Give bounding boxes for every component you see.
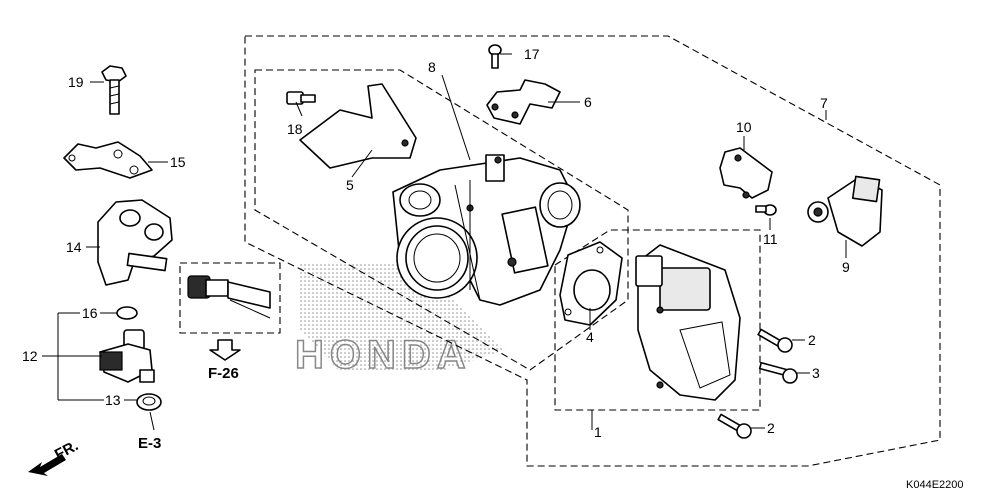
sensor-part-9 <box>807 175 883 247</box>
leader-lines <box>42 53 847 431</box>
callout-2-lower: 2 <box>767 420 775 436</box>
callout-2-upper: 2 <box>808 332 816 348</box>
bolt-part-2-upper <box>757 328 793 353</box>
callout-11: 11 <box>763 231 778 247</box>
callout-16: 16 <box>82 305 98 321</box>
callout-4: 4 <box>586 329 594 345</box>
bracket-part-15 <box>63 141 153 179</box>
honda-watermark-logo: HONDA <box>294 262 505 378</box>
bracket-5-hole <box>401 139 409 147</box>
bracket-6-hole-a <box>491 103 499 111</box>
sensor-unit-part-1 <box>635 244 741 401</box>
seal-part-13 <box>136 393 162 411</box>
diagram-code: K044E2200 <box>906 479 964 491</box>
callout-14: 14 <box>66 239 82 255</box>
plate-part-10 <box>719 147 773 199</box>
callout-12: 12 <box>22 348 38 364</box>
callout-7: 7 <box>820 95 828 111</box>
outline-assembly-8 <box>254 69 629 371</box>
callout-15: 15 <box>170 154 186 170</box>
bolt-part-19 <box>101 65 127 115</box>
outline-reference-f26 <box>179 262 281 334</box>
callout-13: 13 <box>105 392 121 408</box>
front-direction-arrow <box>28 454 66 476</box>
callout-18: 18 <box>287 121 303 137</box>
hose-fitting <box>187 275 271 319</box>
gasket-part-4 <box>559 241 623 326</box>
callout-1: 1 <box>594 424 602 440</box>
bolt-part-3 <box>758 361 798 384</box>
screw-part-17 <box>488 44 502 69</box>
callout-5: 5 <box>346 177 354 193</box>
watermark-text: HONDA <box>295 333 472 377</box>
callout-9: 9 <box>842 259 850 275</box>
bracket-part-6 <box>486 79 561 125</box>
callout-17: 17 <box>524 46 540 62</box>
screw-part-11 <box>755 204 777 216</box>
reference-arrow-f26 <box>209 339 241 361</box>
o-ring-part-16 <box>116 306 138 320</box>
sensor-part-12 <box>99 329 155 383</box>
reference-label-f26: F-26 <box>208 365 239 382</box>
bracket-part-5 <box>299 83 417 169</box>
holder-part-14 <box>97 199 173 286</box>
throttle-body <box>392 154 581 306</box>
bolt-part-2-lower <box>717 413 752 439</box>
bolt-part-18 <box>286 91 316 105</box>
reference-label-e3: E-3 <box>138 435 161 452</box>
callout-6: 6 <box>584 94 592 110</box>
outline-assembly-7 <box>244 35 941 467</box>
callout-3: 3 <box>812 365 820 381</box>
callout-19: 19 <box>68 74 84 90</box>
callout-8: 8 <box>428 59 436 75</box>
callout-10: 10 <box>736 119 752 135</box>
bracket-6-hole-b <box>511 111 519 119</box>
